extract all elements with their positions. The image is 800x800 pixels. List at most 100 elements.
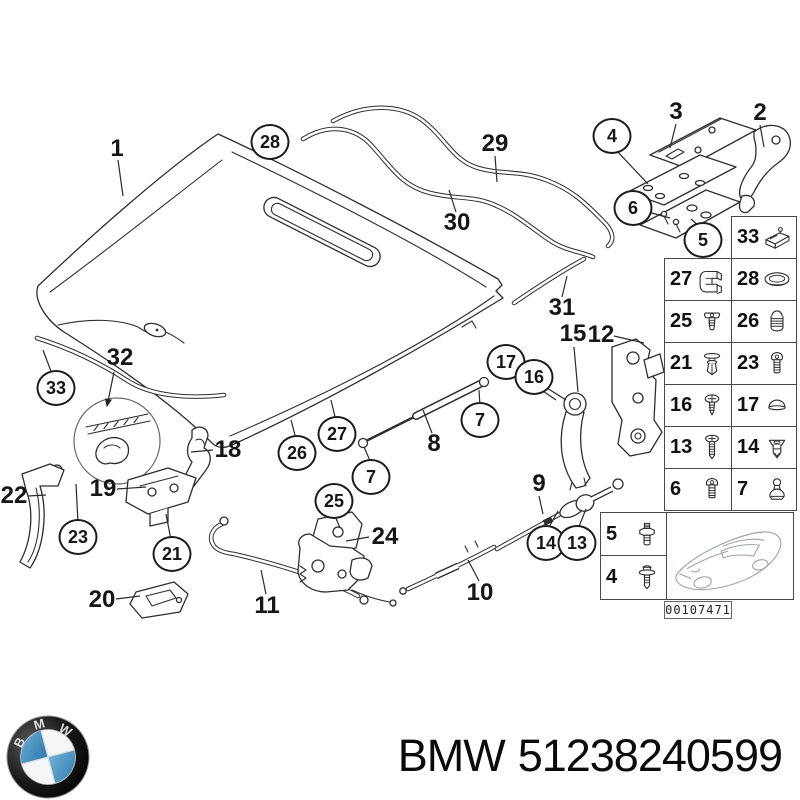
part-cell-number: 5 [606,522,618,545]
callout-8: 8 [427,430,441,457]
seal-30 [300,126,596,260]
part-cell-number: 16 [670,394,693,416]
callout-30: 30 [443,209,471,236]
callout-9: 9 [532,470,546,497]
latch-bracket [125,467,197,527]
callout-24: 24 [371,523,399,550]
brand-text: BMW [397,730,506,781]
part-cell-number: 6 [670,478,682,500]
torx-bolt-icon [770,351,784,373]
bowden-cable-front [399,540,497,595]
part-cell-number: 33 [737,226,760,248]
exploded-diagram: .ln{fill:#fff;stroke:#2e2e2e;stroke-widt… [19,105,792,619]
part-cell-13: 13 [664,426,732,469]
part-cell-number: 21 [670,352,693,374]
seal-32 [34,335,227,399]
part-cell-17: 17 [731,384,797,427]
part-cell-23: 23 [731,342,797,385]
washer-screw-icon [638,564,656,589]
part-cell-number: 13 [670,436,693,458]
callout-5: 5 [683,222,723,258]
callout-28: 28 [250,124,290,160]
part-number: 51238240599 [517,730,783,781]
callout-27: 27 [317,416,357,452]
slider-clip-icon [765,226,790,249]
part-cell-21: 21 [664,342,732,385]
logo-quadrant-blue-tl [21,730,48,764]
callout-7-2: 7 [351,459,391,495]
part-cell-number: 14 [737,436,760,458]
callout-20: 20 [88,586,116,613]
image-number: 00107471 [665,603,731,617]
callout-12: 12 [587,321,615,348]
callout-6: 6 [613,190,653,226]
safety-hook [182,426,211,490]
oval-plug-icon [764,271,790,286]
release-lever [19,463,65,569]
callout-10: 10 [466,579,494,606]
seal-31 [511,256,587,306]
callout-7: 7 [460,402,500,438]
callout-1: 1 [110,135,124,162]
long-screw-icon [705,434,719,459]
seal-29 [330,105,615,249]
part-cell-27: 27 [664,258,732,301]
image-number-box: 00107471 [664,601,732,619]
callout-13: 13 [557,525,597,561]
callout-25: 25 [314,483,354,519]
hinge-bracket [611,338,665,457]
part-cell-26: 26 [731,300,797,343]
callout-32: 32 [106,344,134,371]
callout-3: 3 [669,98,683,125]
callout-16: 16 [514,359,554,395]
callout-33: 33 [36,370,76,406]
car-icon [675,531,782,591]
support-arm [560,392,591,491]
bump-stop-icon [770,309,784,331]
phillips-screw-icon [704,393,720,415]
part-cell-4: 4 [600,555,667,600]
logo-quadrant-white-bl [21,757,55,784]
callout-31: 31 [548,294,576,321]
part-cell-number: 27 [670,268,693,290]
bmw-logo: B M W [6,715,90,799]
hinge-assembly [627,117,792,239]
callout-11: 11 [254,592,280,619]
part-cell-25: 25 [664,300,732,343]
gas-strut [357,376,490,449]
part-cell-number: 7 [737,478,749,500]
part-cell-5: 5 [600,512,667,556]
part-cell-14: 14 [731,426,797,469]
car-reference-cell [666,512,794,600]
striker-plate [129,581,189,619]
part-cell-number: 17 [737,394,760,416]
callout-18: 18 [214,436,242,463]
ball-stud-icon [769,477,785,500]
callout-29: 29 [481,130,509,157]
callout-4: 4 [592,118,632,154]
pan-screw-icon [703,312,721,330]
part-cell-33: 33 [731,216,797,259]
expansion-nut-icon [768,439,786,458]
lock-assembly [297,511,397,607]
part-cell-28: 28 [731,258,797,301]
torx-screw-icon [705,477,719,498]
callout-15: 15 [559,320,587,347]
logo-quadrant-blue-br [48,750,75,784]
seal-detail-circle [73,397,161,485]
dome-cap-icon [768,398,786,410]
callout-19: 19 [89,475,117,502]
hood-panel [36,133,504,449]
stud-nut-icon [639,522,655,546]
logo-letter-m: M [32,716,46,733]
callout-2: 2 [753,99,767,126]
part-cell-number: 26 [737,310,760,332]
part-cell-16: 16 [664,384,732,427]
callout-23: 23 [58,519,98,555]
part-cell-7: 7 [731,468,797,511]
clip-icon [699,270,722,294]
callout-21: 21 [152,536,192,572]
rivet-icon [703,352,721,375]
